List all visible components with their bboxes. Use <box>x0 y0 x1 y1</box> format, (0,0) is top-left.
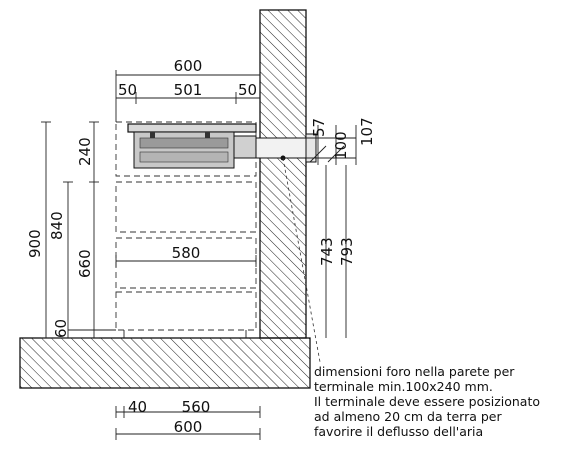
right-height-dimensions <box>325 165 347 338</box>
dim-840: 840 <box>48 211 66 240</box>
dim-793: 793 <box>338 237 356 266</box>
note-line-3: Il terminale deve essere posizionato <box>314 394 540 409</box>
dim-580: 580 <box>172 244 201 262</box>
floor <box>19 337 311 389</box>
right-duct-dimensions <box>306 125 357 165</box>
note-line-4: ad almeno 20 cm da terra per <box>314 409 502 424</box>
installation-note: dimensioni foro nella parete per termina… <box>314 364 540 439</box>
dim-107: 107 <box>358 117 376 146</box>
dim-bottom-600: 600 <box>174 418 203 436</box>
note-line-5: favorire il deflusso dell'aria <box>314 424 483 439</box>
top-dimensions <box>115 70 261 122</box>
dim-left-margin: 50 <box>118 81 137 99</box>
dim-743: 743 <box>318 237 336 266</box>
dim-660: 660 <box>76 249 94 278</box>
hob-hood-unit <box>127 123 257 169</box>
dim-60: 60 <box>52 319 70 338</box>
bottom-dimensions <box>115 406 261 440</box>
dim-100: 100 <box>332 131 350 160</box>
note-line-1: dimensioni foro nella parete per <box>314 364 515 379</box>
note-leader-line <box>282 157 321 363</box>
dim-right-margin: 50 <box>238 81 257 99</box>
exhaust-duct <box>255 133 317 163</box>
dim-240: 240 <box>76 137 94 166</box>
dim-900: 900 <box>26 229 44 258</box>
inner-width-dimension <box>115 255 257 267</box>
dim-bottom-560: 560 <box>182 398 211 416</box>
note-line-2: terminale min.100x240 mm. <box>314 379 493 394</box>
dim-57: 57 <box>310 118 328 137</box>
dim-top-width: 600 <box>174 57 203 75</box>
dim-inner-width: 501 <box>174 81 203 99</box>
dim-bottom-40: 40 <box>128 398 147 416</box>
left-height-dimensions <box>41 121 116 339</box>
wall <box>259 9 307 339</box>
